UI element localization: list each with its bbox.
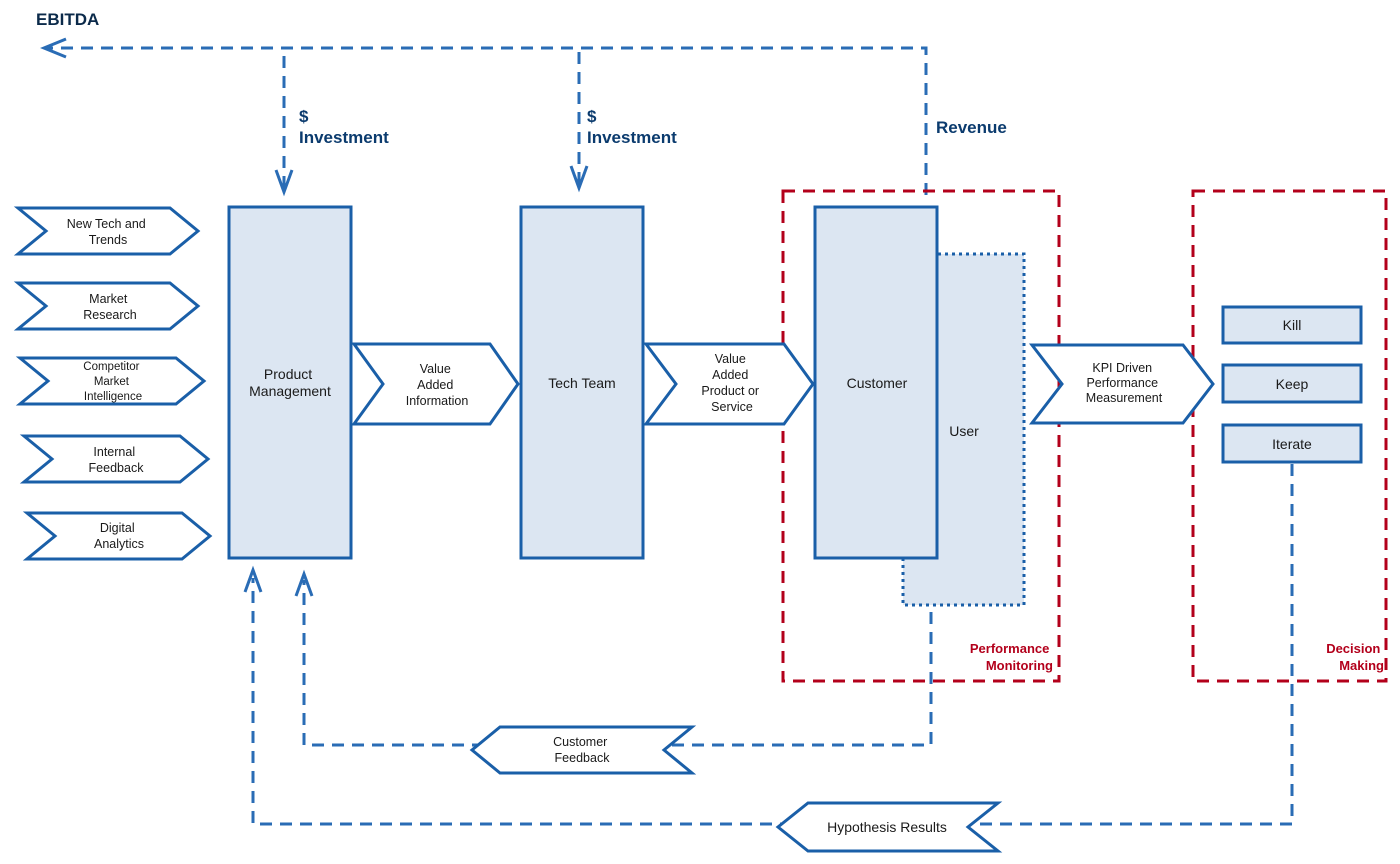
kpi-driven-performance-chevron: KPI Driven Performance Measurement: [1028, 343, 1215, 425]
decision-making-zone: [1191, 189, 1388, 683]
value-added-information-chevron: Value Added Information: [351, 342, 520, 426]
customer-feedback-arrowhead: [294, 569, 314, 597]
performance-monitoring-label: Performance Monitoring: [970, 641, 1053, 673]
hypothesis-results-arrowhead: [243, 565, 263, 593]
value-added-product-chevron: Value Added Product or Service: [643, 342, 815, 426]
svg-text:Tech Team: Tech Team: [548, 375, 615, 391]
decision-kill-box: Kill: [1221, 305, 1363, 345]
investment-label-1: $ Investment: [299, 107, 389, 147]
investment-arrowhead-2: [569, 165, 589, 193]
input-internal-feedback: Internal Feedback: [19, 434, 211, 484]
svg-text:Value Added Produc: Value Added Product or Service: [701, 352, 762, 414]
decision-iterate-box: Iterate: [1221, 423, 1363, 464]
input-digital-analytics: Digital Analytics: [22, 511, 213, 561]
svg-text:Customer Feedback: Customer Feedback: [553, 735, 611, 765]
product-management-box: Product Management: [227, 205, 353, 560]
customer-box: Customer: [813, 205, 939, 560]
svg-text:Internal Feedback: Internal Feedback: [89, 445, 145, 475]
investment-arrowhead-1: [274, 169, 294, 197]
svg-text:New Tech and Trends: New Tech and Trends: [67, 217, 149, 247]
revenue-flow-line: [45, 46, 928, 195]
decision-keep-box: Keep: [1221, 363, 1363, 404]
svg-text:Digital Analytics: Digital Analytics: [94, 521, 144, 551]
input-market-research: Market Research: [13, 281, 201, 331]
svg-text:Kill: Kill: [1283, 317, 1302, 333]
svg-text:Hypothesis Results: Hypothesis Results: [827, 819, 947, 835]
investment-label-2: $ Investment: [587, 107, 677, 147]
svg-text:User: User: [949, 423, 979, 439]
tech-team-box: Tech Team: [519, 205, 645, 560]
svg-text:Customer: Customer: [847, 375, 908, 391]
input-new-tech-and-trends: New Tech and Trends: [13, 206, 201, 256]
svg-text:KPI Driven Performance: KPI Driven Performance Measurement: [1086, 361, 1163, 405]
ebitda-label: EBITDA: [36, 10, 99, 29]
svg-text:Keep: Keep: [1276, 376, 1309, 392]
customer-feedback-flow: [302, 580, 933, 747]
svg-text:Value Added Inform: Value Added Information: [406, 362, 469, 408]
decision-making-label: Decision Making: [1326, 641, 1384, 673]
hypothesis-results-flow: [251, 464, 1294, 826]
input-competitor-market-intelligence: Competitor Market Intelligence: [15, 356, 207, 406]
hypothesis-results-chevron: Hypothesis Results: [775, 801, 1003, 853]
svg-text:Iterate: Iterate: [1272, 436, 1312, 452]
svg-text:Competitor Market: Competitor Market Intelligence: [83, 361, 142, 403]
performance-monitoring-zone: [781, 189, 1061, 683]
svg-text:Market Research: Market Research: [83, 292, 137, 322]
ebitda-arrowhead: [40, 37, 67, 59]
customer-feedback-chevron: Customer Feedback: [469, 725, 697, 775]
svg-text:Product Management: Product Management: [249, 366, 331, 399]
revenue-label: Revenue: [936, 118, 1007, 137]
